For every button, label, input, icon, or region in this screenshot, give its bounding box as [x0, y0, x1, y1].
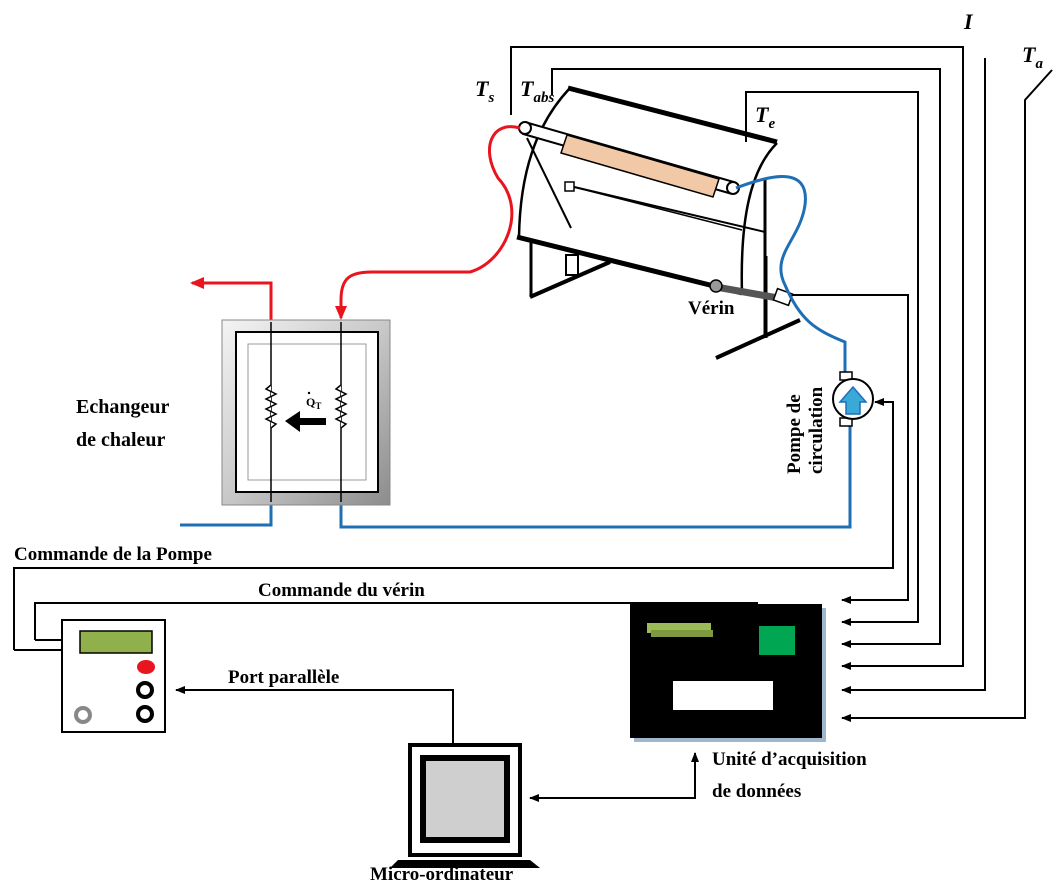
heat-exchanger-coil-right [334, 384, 348, 429]
hot-fluid-line-out [190, 277, 273, 322]
heat-flow-arrow [285, 411, 326, 432]
controller-red-button [137, 660, 155, 674]
verin-command-wire [34, 602, 758, 640]
pump-command-label: Commande de la Pompe [14, 544, 212, 565]
hot-fluid-line-in [335, 125, 521, 320]
irradiance-wire [841, 58, 986, 694]
ts-symbol: Ts [475, 76, 494, 106]
parallel-port-label: Port parallèle [228, 667, 339, 688]
daq-green-block [759, 626, 795, 655]
parallel-port-wire [175, 686, 454, 745]
pump-command-wire [13, 398, 894, 650]
computer-icon [390, 743, 540, 868]
verin-label: Vérin [688, 298, 735, 319]
svg-text:Pompe de: Pompe de [784, 394, 805, 474]
irradiance-symbol: I [963, 9, 974, 34]
cold-fluid-line-out [180, 502, 273, 527]
daq-display [673, 681, 773, 710]
daq-lcd-strip-2 [651, 630, 713, 637]
signal-wires [510, 46, 1053, 722]
te-wire [745, 91, 919, 626]
ta-symbol: Ta [1022, 42, 1043, 72]
verin-wire [792, 294, 909, 604]
controller-knob-2 [136, 705, 154, 723]
qt-label: QT [306, 395, 321, 411]
controller-knob-1 [136, 681, 154, 699]
verin-command-label: Commande du vérin [258, 580, 425, 601]
tabs-symbol: Tabs [520, 76, 554, 106]
data-acquisition-unit [630, 604, 826, 742]
heat-exchanger: QT [221, 319, 391, 506]
daq-label-line2: de données [712, 781, 801, 802]
parabolic-trough-collector [516, 85, 801, 360]
svg-text:circulation: circulation [806, 386, 827, 474]
exchanger-label-line1: Echangeur [76, 396, 169, 418]
daq-label-line1: Unité d’acquisition [712, 749, 867, 770]
circulation-pump [832, 371, 874, 427]
controller-unit [14, 619, 166, 733]
pump-arrow-icon [838, 385, 868, 415]
controller-lcd [79, 630, 153, 654]
pump-label: Pompe de circulation [784, 386, 827, 474]
te-symbol: Te [755, 102, 775, 132]
computer-daq-link [538, 752, 699, 799]
ambient-temp-wire [841, 69, 1053, 722]
daq-lcd-strip-1 [647, 623, 711, 633]
cold-fluid-line-return [339, 425, 852, 529]
heat-exchanger-coil-left [264, 384, 278, 429]
computer-label: Micro-ordinateur [370, 864, 514, 883]
absorber-tube [518, 121, 740, 198]
cold-fluid-line-collector [735, 175, 847, 372]
exchanger-label-line2: de chaleur [76, 429, 166, 451]
controller-grey-knob [74, 706, 92, 724]
tabs-wire [551, 68, 941, 648]
ts-wire [510, 46, 964, 670]
